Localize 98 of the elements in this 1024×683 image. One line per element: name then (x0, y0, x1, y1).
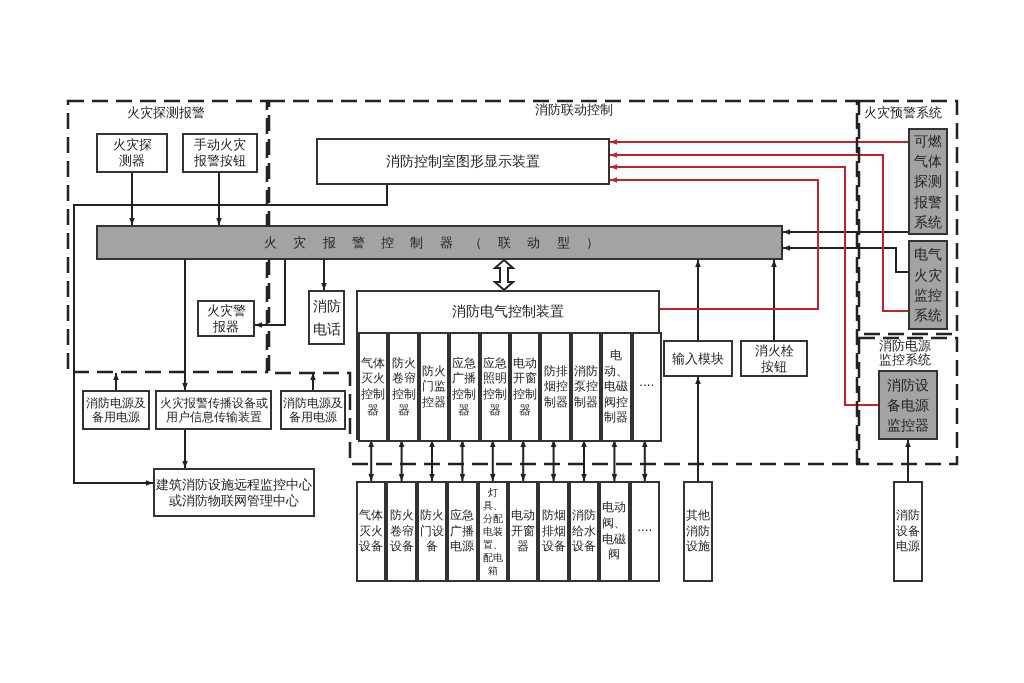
component-box (197, 300, 255, 337)
box-label: 火灾报警控制器（联动型） (264, 234, 615, 251)
component-box (683, 481, 713, 582)
box-label: ···· (636, 523, 654, 540)
component-box (568, 481, 600, 582)
component-box (510, 332, 541, 442)
component-box (878, 370, 938, 440)
box-label: 火灾警报器 (206, 302, 246, 335)
component-box (388, 332, 419, 442)
arrow (771, 259, 777, 341)
box-label: 手动火灾报警按钮 (194, 137, 246, 169)
arrow (73, 184, 388, 486)
region-title: 火灾预警系统 (864, 105, 942, 121)
arrow (609, 139, 909, 145)
arrow (182, 429, 188, 469)
box-label: 应急照明控制器 (481, 355, 508, 419)
box-label: 其他消防设施 (685, 508, 711, 555)
component-box (356, 290, 660, 440)
box-label: 火灾探测器 (112, 137, 152, 169)
box-label: 应急广播电源 (449, 508, 476, 555)
component-box (308, 290, 345, 345)
box-label: 建筑消防设施远程监控中心或消防物联网管理中心 (155, 476, 313, 509)
box-label: 消防设备电源监控器 (887, 375, 929, 436)
box-label: 电动开窗控制器 (512, 355, 539, 419)
region-title: 火灾探测报警 (127, 105, 205, 121)
arrow (609, 164, 879, 406)
component-box (449, 332, 480, 442)
component-box (599, 481, 630, 582)
arrow (129, 172, 135, 226)
dashed-region (858, 337, 958, 465)
box-label: 消防电源及备用电源 (283, 395, 343, 425)
component-box (479, 332, 510, 442)
arrow (782, 229, 909, 235)
arrow (782, 245, 909, 273)
box-label: 电动阀、电磁阀 (601, 500, 628, 563)
component-box (356, 481, 387, 582)
box-label: 消防电话 (312, 297, 341, 339)
box-label: 消防电气控制装置 (451, 303, 565, 320)
arrow (695, 259, 701, 341)
box-label: 防火卷帘控制器 (390, 355, 417, 419)
component-box (908, 240, 948, 330)
box-label: 消火栓按钮 (754, 342, 794, 375)
arrow (216, 172, 222, 226)
arrow (695, 376, 701, 482)
arrow (113, 372, 119, 391)
box-label: 消防控制室图形显示装置 (386, 153, 540, 170)
box-label: 消防给水设备 (571, 508, 597, 555)
arrow (310, 372, 316, 391)
box-label: 消防泵控制器 (573, 363, 599, 411)
box-label: 可燃气体探测报警系统 (914, 131, 942, 232)
box-label: 消防设备电源 (895, 508, 921, 555)
component-box (663, 340, 733, 377)
box-label: 防烟排烟设备 (540, 508, 567, 555)
double-arrow (492, 258, 516, 292)
box-label: 输入模块 (672, 350, 724, 367)
component-box (316, 138, 610, 185)
component-box (601, 332, 632, 442)
box-label: 防火卷帘设备 (388, 508, 415, 555)
box-label: 火灾报警传播设备或用户信息传输装置 (158, 395, 269, 425)
box-label: 气体灭火控制器 (360, 355, 387, 419)
box-label: 灯具、分配电装置、配电箱 (481, 486, 504, 577)
arrow (609, 177, 819, 310)
component-box (358, 332, 389, 442)
component-box (540, 332, 571, 442)
box-label: 电气火灾监控系统 (914, 245, 942, 326)
box-label: 应急广播控制器 (451, 355, 478, 419)
box-label: 气体灭火设备 (358, 508, 385, 555)
component-box (416, 481, 448, 582)
region-title: 消防联动控制 (535, 102, 613, 118)
box-label: 防火门设备 (419, 508, 445, 555)
component-box (96, 133, 168, 173)
component-box (418, 332, 450, 442)
component-box (182, 133, 258, 173)
box-label: 电动、电磁阀控制器 (603, 348, 630, 426)
arrow (609, 152, 909, 312)
component-box (908, 128, 948, 235)
component-box (153, 468, 315, 517)
arrow (182, 259, 188, 391)
arrow (254, 259, 286, 328)
component-box (538, 481, 569, 582)
box-label: 电动开窗器 (510, 508, 537, 555)
component-box (740, 340, 808, 377)
component-box (508, 481, 539, 582)
box-label: ···· (638, 379, 656, 395)
component-box (893, 481, 923, 582)
box-label: 消防电源及备用电源 (86, 395, 146, 425)
component-box (629, 481, 660, 582)
arrow (905, 439, 911, 482)
dashed-region (858, 100, 958, 335)
component-box (631, 332, 662, 442)
arrow (321, 259, 327, 291)
component-box (447, 481, 478, 582)
controller-bar (96, 225, 783, 260)
box-label: 防排烟控制器 (542, 363, 569, 411)
component-box (386, 481, 417, 582)
box-label: 防火门监控器 (421, 363, 447, 411)
region-title: 消防电源监控系统 (878, 339, 933, 367)
component-box (570, 332, 602, 442)
